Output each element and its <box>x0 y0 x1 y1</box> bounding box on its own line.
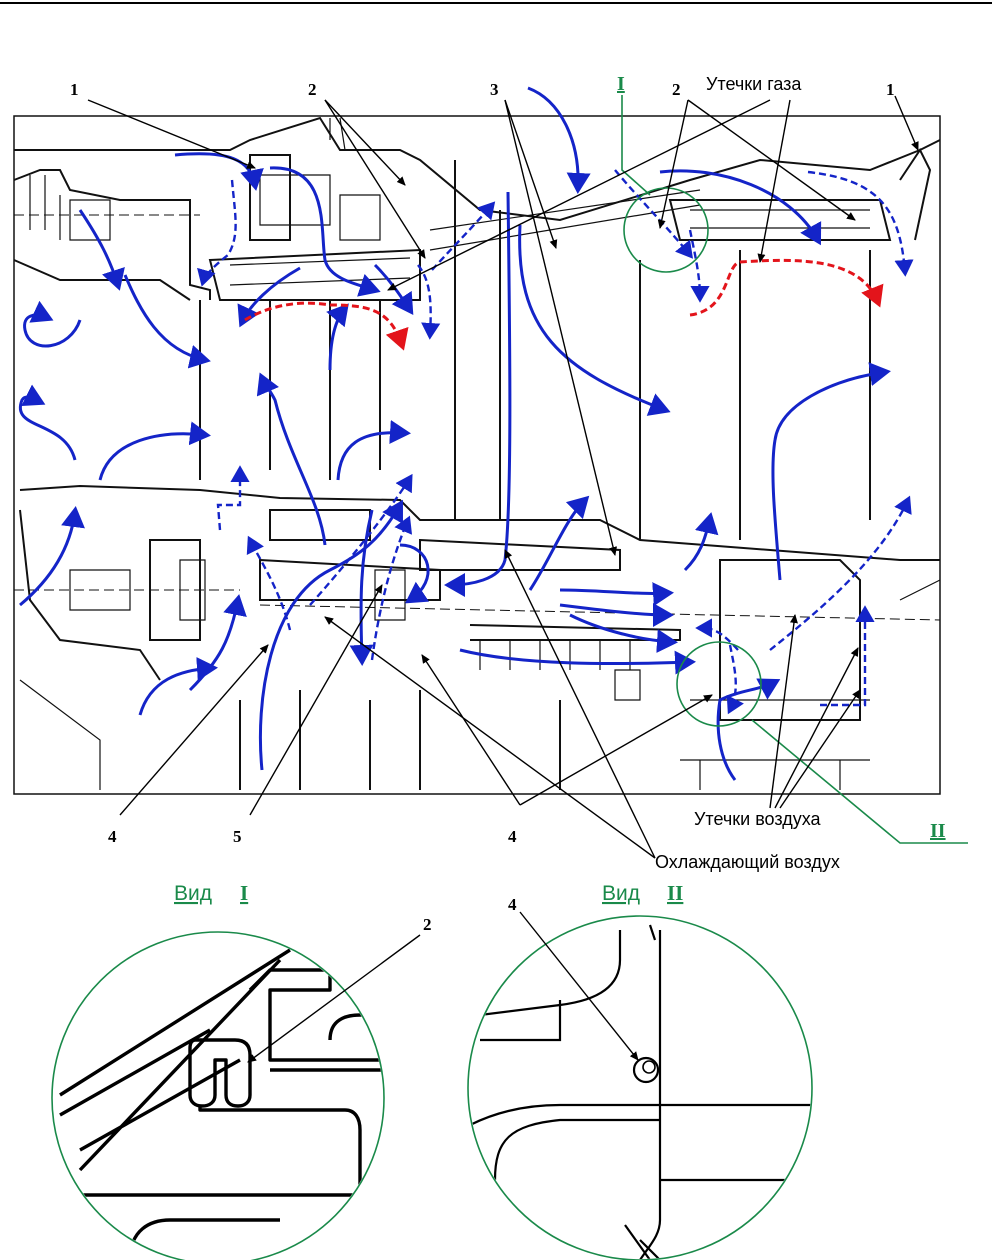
leak-arrow <box>432 205 492 270</box>
detail-view-I: Вид I 2 <box>52 881 432 1260</box>
outer-casing <box>14 118 940 220</box>
view-I-leader <box>622 95 650 195</box>
detail-view-II: Вид II 4 <box>468 881 820 1260</box>
flow-arrow <box>560 605 668 615</box>
callout-1-right: 1 <box>886 80 895 99</box>
flow-arrow <box>270 168 375 290</box>
callout-3: 3 <box>490 80 499 99</box>
view-II-callout-4: 4 <box>508 895 517 914</box>
view-I-title-numeral: I <box>240 881 248 905</box>
leader-cool-b <box>325 617 655 858</box>
view-II-circle <box>468 916 812 1260</box>
flow-arrow <box>140 668 212 715</box>
air-leaks <box>203 170 908 710</box>
lower-structures <box>240 690 560 790</box>
left-bolt-head <box>30 175 110 240</box>
left-disc-lower <box>20 510 160 680</box>
view-II-title-numeral: II <box>667 881 683 905</box>
leader-gas-b <box>760 100 790 262</box>
leader-cool-a <box>505 550 655 858</box>
label-air-leaks: Утечки воздуха <box>694 809 822 829</box>
interstage-shaft <box>260 560 440 600</box>
leak-arrow <box>203 180 236 282</box>
view-I-title-prefix: Вид <box>174 882 212 905</box>
vane2 <box>455 160 500 520</box>
blade2-shroud-inner <box>690 210 870 228</box>
flow-arrow <box>100 434 205 480</box>
callout-5: 5 <box>233 827 242 846</box>
leader-3-b <box>505 100 615 555</box>
leader-5 <box>250 585 382 815</box>
leader-air-c <box>780 690 860 808</box>
flow-arrow <box>80 210 118 285</box>
left-platform <box>14 260 190 300</box>
view-II-title-prefix: Вид <box>602 882 640 905</box>
vane1 <box>200 300 270 480</box>
leader-air-a <box>770 615 795 808</box>
leader-4-mid-b <box>520 695 712 805</box>
leader-1-left <box>88 100 255 168</box>
blade1 <box>330 300 380 480</box>
leak-arrow <box>218 470 240 530</box>
label-gas-leaks: Утечки газа <box>706 74 802 94</box>
flow-arrow <box>262 378 325 545</box>
leak-arrow <box>372 520 408 660</box>
view-I-circle <box>52 932 384 1260</box>
blade2-shroud <box>670 200 890 240</box>
leader-3-a <box>505 100 556 248</box>
callout-4-mid: 4 <box>508 827 517 846</box>
flow-arrow <box>773 372 885 580</box>
blade2 <box>640 250 740 540</box>
right-disc <box>720 560 860 720</box>
flow-arrow <box>528 88 578 188</box>
gas-leak-arrow <box>245 303 402 345</box>
callout-view-I: I <box>617 73 625 95</box>
inner-platform <box>20 486 940 560</box>
flow-arrow <box>330 308 345 370</box>
leader-2-left-a <box>325 100 405 185</box>
right-disc-rims <box>680 700 870 760</box>
callout-view-II: II <box>930 820 946 842</box>
vane1-shroud <box>210 250 420 300</box>
leader-1-right <box>895 96 918 150</box>
callout-2-left: 2 <box>308 80 317 99</box>
disc-fins <box>480 640 630 670</box>
leader-4-mid-a <box>422 655 520 805</box>
callout-1-left: 1 <box>70 80 79 99</box>
flow-arrow <box>190 600 238 690</box>
flow-arrow <box>400 545 428 600</box>
flow-arrow <box>260 505 400 770</box>
right-vane <box>870 150 930 520</box>
flow-arrow <box>125 275 205 360</box>
flow-arrow <box>25 315 80 346</box>
gas-leak-arrow <box>690 260 878 315</box>
leader-gas-a <box>388 100 770 290</box>
disc-lock <box>615 670 640 700</box>
flow-arrow <box>20 397 75 460</box>
flow-arrow <box>460 650 690 664</box>
leak-arrow <box>770 500 908 650</box>
view-I-callout-2: 2 <box>423 915 432 934</box>
callout-2-right: 2 <box>672 80 681 99</box>
callout-4-left: 4 <box>108 827 117 846</box>
label-cooling-air: Охлаждающий воздух <box>655 852 840 872</box>
leak-arrow <box>808 172 905 272</box>
leak-arrow <box>820 610 865 705</box>
cooling-air-flows <box>20 88 885 780</box>
flow-arrow <box>175 154 255 185</box>
flow-arrow <box>560 590 668 593</box>
flow-arrow <box>338 433 405 480</box>
